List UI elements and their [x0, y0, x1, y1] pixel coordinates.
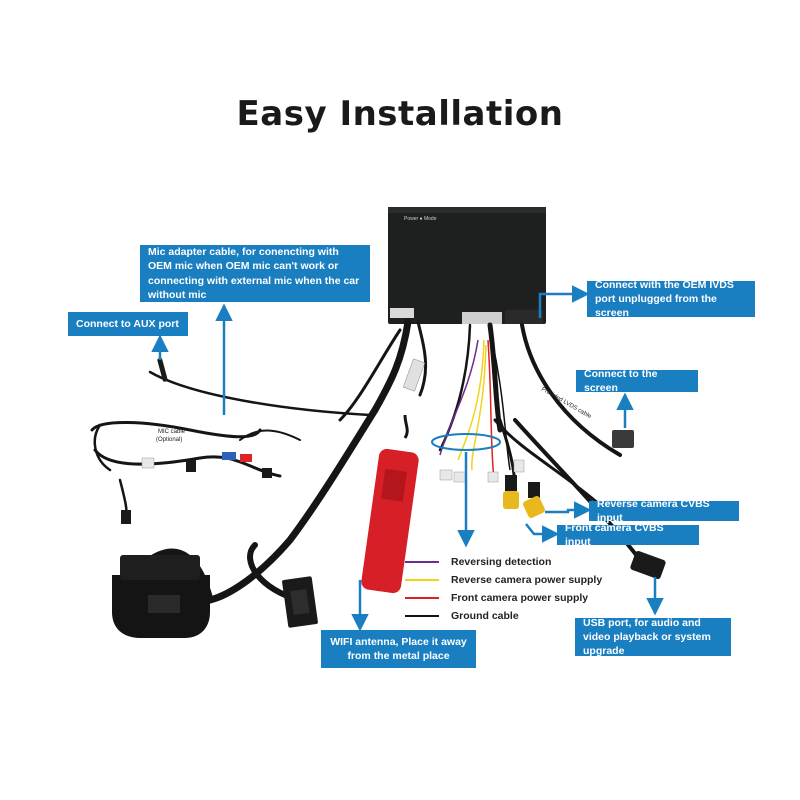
reverse-cvbs-callout: Reverse camera CVBS input — [589, 498, 739, 524]
legend-label: Reversing detection — [451, 556, 552, 568]
mic-callout: Mic adapter cable, for conencting with O… — [140, 245, 370, 302]
wifi-callout: WIFI antenna, Place it away from the met… — [321, 630, 476, 668]
oem-plug — [112, 555, 210, 638]
legend-row-reversing: Reversing detection — [405, 553, 602, 571]
connectors — [121, 358, 666, 580]
legend-swatch-black — [405, 615, 439, 617]
legend-label: Front camera power supply — [451, 592, 589, 604]
svg-text:Power ● Mode: Power ● Mode — [404, 216, 437, 222]
legend-row-reverse-power: Reverse camera power supply — [405, 571, 602, 589]
legend-swatch-purple — [405, 561, 439, 563]
mic-cable-optional-label: (Optional) — [156, 437, 182, 443]
screen-callout: Connect to the screen — [576, 368, 698, 394]
front-cvbs-arrow — [525, 523, 560, 543]
wire-highlight-ellipse — [431, 433, 501, 451]
wire-legend: Reversing detection Reverse camera power… — [405, 553, 602, 625]
wifi-antenna — [361, 414, 419, 594]
front-cvbs-callout: Front camera CVBS input — [557, 522, 699, 548]
mic-cable-label: MIC cable — [158, 429, 186, 435]
legend-label: Reverse camera power supply — [451, 574, 603, 586]
legend-swatch-yellow — [405, 579, 439, 581]
legend-row-ground: Ground cable — [405, 607, 602, 625]
page-title: Easy Installation — [236, 94, 564, 134]
lvds-oem-callout: Connect with the OEM IVDS port unplugged… — [587, 279, 755, 319]
lvds-oem-arrow — [538, 285, 590, 318]
harness-plug-square — [282, 576, 318, 628]
callout-arrows — [151, 285, 664, 632]
reverse-cvbs-arrow — [545, 501, 592, 519]
usb-callout: USB port, for audio and video playback o… — [575, 617, 731, 657]
legend-row-front-power: Front camera power supply — [405, 589, 602, 607]
legend-swatch-red — [405, 597, 439, 599]
aux-callout: Connect to AUX port — [68, 312, 188, 336]
control-box: Power ● Mode — [388, 207, 546, 324]
legend-label: Ground cable — [451, 610, 519, 622]
